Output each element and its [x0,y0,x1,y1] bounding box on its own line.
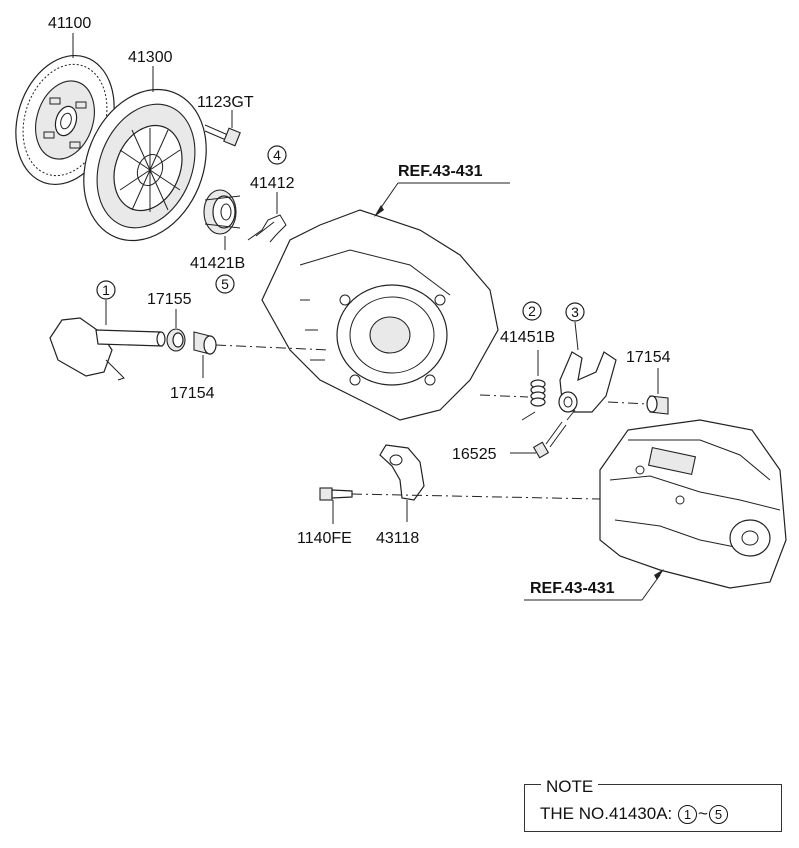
note-separator: ~ [698,804,708,823]
label-17155: 17155 [147,291,192,308]
note-range-end: 5 [708,805,728,825]
label-41451B: 41451B [500,329,555,346]
callout-1: 1 [102,282,110,298]
label-43118: 43118 [376,530,419,547]
label-16525: 16525 [452,446,497,463]
callout-5-bearing: 5 [221,276,229,292]
label-41412: 41412 [250,175,295,192]
label-1123GT: 1123GT [197,94,254,111]
bushing-right-drawing [646,395,669,415]
label-1140FE: 1140FE [297,530,352,547]
clip-drawing [247,214,287,243]
spring-drawing [530,379,546,407]
bushing-left-drawing [193,331,217,355]
label-41100: 41100 [48,15,91,32]
label-41300: 41300 [128,49,173,66]
callout-2: 2 [528,303,536,319]
note-title: NOTE [541,777,599,797]
release-bearing-drawing [203,189,241,235]
bracket-bolt-drawing [319,487,353,501]
note-text-line: THE NO.41430A: 1~5 [540,804,729,825]
note-box [524,784,782,832]
label-17154-left: 17154 [170,385,215,402]
label-41421B: 41421B [190,255,245,272]
callout-4: 4 [273,147,281,163]
seal-17155-drawing [166,328,186,352]
fork-shaft-drawing [49,317,166,381]
bracket-drawing [379,444,425,501]
transmission-case-drawing [261,209,499,421]
fork-bolt-drawing [532,421,567,459]
ref-label-bottom: REF.43-431 [530,580,615,597]
note-text: THE NO.41430A: [540,804,673,823]
cover-bolt-drawing [204,124,241,147]
ref-label-top: REF.43-431 [398,163,483,180]
clutch-cover-drawing [83,88,207,242]
gearbox-drawing [599,419,787,589]
callout-3: 3 [571,304,579,320]
release-fork-drawing [558,351,617,413]
label-17154-right: 17154 [626,349,671,366]
note-range-start: 1 [678,805,698,825]
